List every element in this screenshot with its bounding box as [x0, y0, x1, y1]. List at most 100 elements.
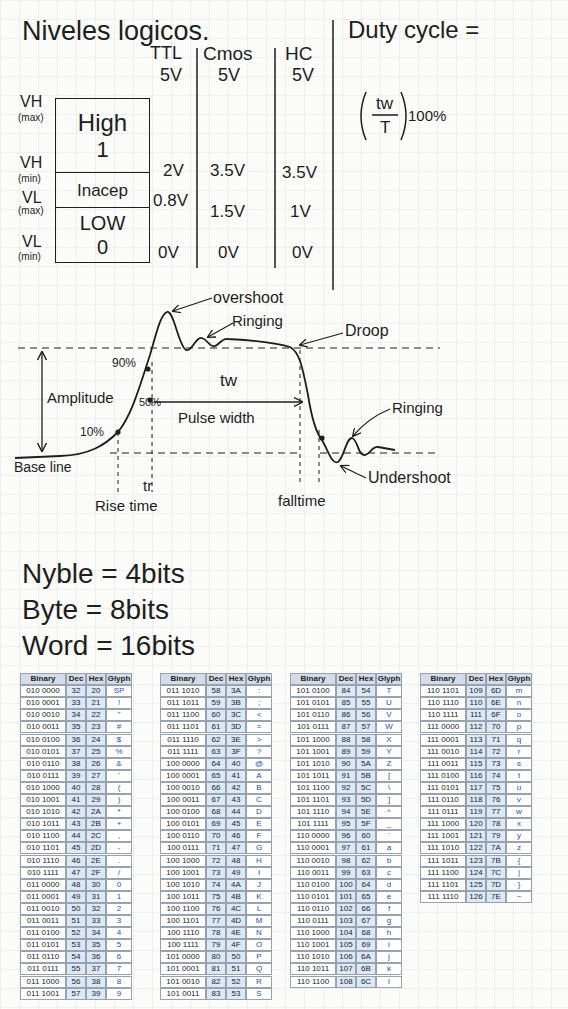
table-cell: 7 [106, 963, 132, 975]
table-cell: 3A [226, 685, 246, 697]
handwritten-note: tw [376, 95, 393, 112]
table-cell: 010 0110 [20, 758, 66, 770]
table-cell: 100 1111 [160, 939, 206, 951]
table-cell: 100 1100 [160, 903, 206, 915]
table-cell: = [246, 721, 272, 733]
table-cell: 011 1010 [160, 685, 206, 697]
table-cell: 55 [356, 697, 376, 709]
table-cell: 111 0010 [420, 746, 466, 758]
table-cell: 89 [336, 746, 356, 758]
handwritten-note: 0.8V [153, 192, 188, 209]
table-cell: . [106, 855, 132, 867]
table-cell: 011 0100 [20, 927, 66, 939]
table-cell: 101 0101 [290, 697, 336, 709]
table-cell: 119 [466, 806, 486, 818]
table-cell: 109 [466, 685, 486, 697]
base-reference [320, 452, 440, 453]
table-cell: P [246, 951, 272, 963]
table-cell: - [106, 842, 132, 854]
table-cell: 42 [66, 806, 86, 818]
table-cell: 90 [336, 758, 356, 770]
handwritten-note: VL [22, 190, 42, 206]
table-cell: O [246, 939, 272, 951]
table-cell: Dec [466, 673, 486, 685]
handwritten-note: 10% [80, 426, 104, 438]
table-cell: 40 [66, 782, 86, 794]
table-cell: 101 1101 [290, 794, 336, 806]
table-cell: 108 [336, 976, 356, 988]
handwritten-note: 0V [218, 244, 239, 261]
table-cell: 011 0110 [20, 951, 66, 963]
table-cell: 3D [226, 721, 246, 733]
table-cell: 27 [86, 770, 106, 782]
table-cell: 67 [356, 915, 376, 927]
table-cell: " [106, 709, 132, 721]
table-cell: 2C [86, 830, 106, 842]
table-cell: 111 0110 [420, 794, 466, 806]
handwritten-note: Byte = 8bits [22, 596, 169, 624]
column-rule [274, 48, 276, 268]
table-cell: 117 [466, 782, 486, 794]
table-cell: 120 [466, 818, 486, 830]
table-cell: 111 0001 [420, 734, 466, 746]
handwritten-note: T [380, 119, 390, 136]
table-cell: x [506, 818, 532, 830]
table-cell: 2A [86, 806, 106, 818]
paren-right [401, 92, 406, 140]
table-cell: ! [106, 697, 132, 709]
table-cell: Dec [336, 673, 356, 685]
handwritten-note: (max) [18, 113, 44, 123]
table-cell: L [246, 903, 272, 915]
leader-line [173, 298, 212, 311]
band-text: LOW [80, 213, 126, 233]
table-cell: 101 1100 [290, 782, 336, 794]
band-text: Inacep [77, 182, 128, 199]
table-cell: ( [106, 782, 132, 794]
table-cell: 110 1010 [290, 951, 336, 963]
handwritten-note: Nyble = 4bits [22, 560, 185, 588]
table-cell: @ [246, 758, 272, 770]
table-cell: * [106, 806, 132, 818]
table-cell: 62 [356, 855, 376, 867]
table-cell: 110 0110 [290, 903, 336, 915]
handwritten-note: Niveles logicos. [22, 18, 210, 45]
handwritten-note: tr [143, 478, 152, 493]
table-cell: 110 1000 [290, 927, 336, 939]
table-cell: 21 [86, 697, 106, 709]
table-cell: 3C [226, 709, 246, 721]
table-cell: 60 [206, 709, 226, 721]
table-cell: Binary [290, 673, 336, 685]
table-cell: 011 1001 [20, 988, 66, 1000]
table-cell: 33 [66, 697, 86, 709]
table-cell: 63 [206, 746, 226, 758]
table-cell: 6F [486, 709, 506, 721]
table-cell: 116 [466, 770, 486, 782]
table-cell: c [376, 867, 402, 879]
table-cell: n [506, 697, 532, 709]
table-cell: 36 [66, 734, 86, 746]
handwritten-note: VH [20, 94, 42, 110]
table-cell: 010 1100 [20, 830, 66, 842]
table-cell: Binary [420, 673, 466, 685]
table-cell: Hex [356, 673, 376, 685]
level-dot [115, 429, 120, 434]
table-cell: 101 0010 [160, 976, 206, 988]
table-cell: 58 [206, 685, 226, 697]
table-cell: 96 [336, 830, 356, 842]
table-cell: l [376, 976, 402, 988]
level-dot [145, 366, 150, 371]
table-cell: 76 [206, 903, 226, 915]
table-cell: 3 [106, 915, 132, 927]
table-cell: 011 1110 [160, 734, 206, 746]
table-cell: 125 [466, 879, 486, 891]
handwritten-note: 50% [139, 397, 161, 408]
table-cell: 73 [486, 758, 506, 770]
table-cell: E [246, 818, 272, 830]
table-cell: 111 1000 [420, 818, 466, 830]
table-cell: 49 [226, 867, 246, 879]
pulse-width-arrow [154, 401, 302, 402]
table-cell: 011 0001 [20, 891, 66, 903]
table-cell: 111 0100 [420, 770, 466, 782]
table-cell: 54 [66, 951, 86, 963]
